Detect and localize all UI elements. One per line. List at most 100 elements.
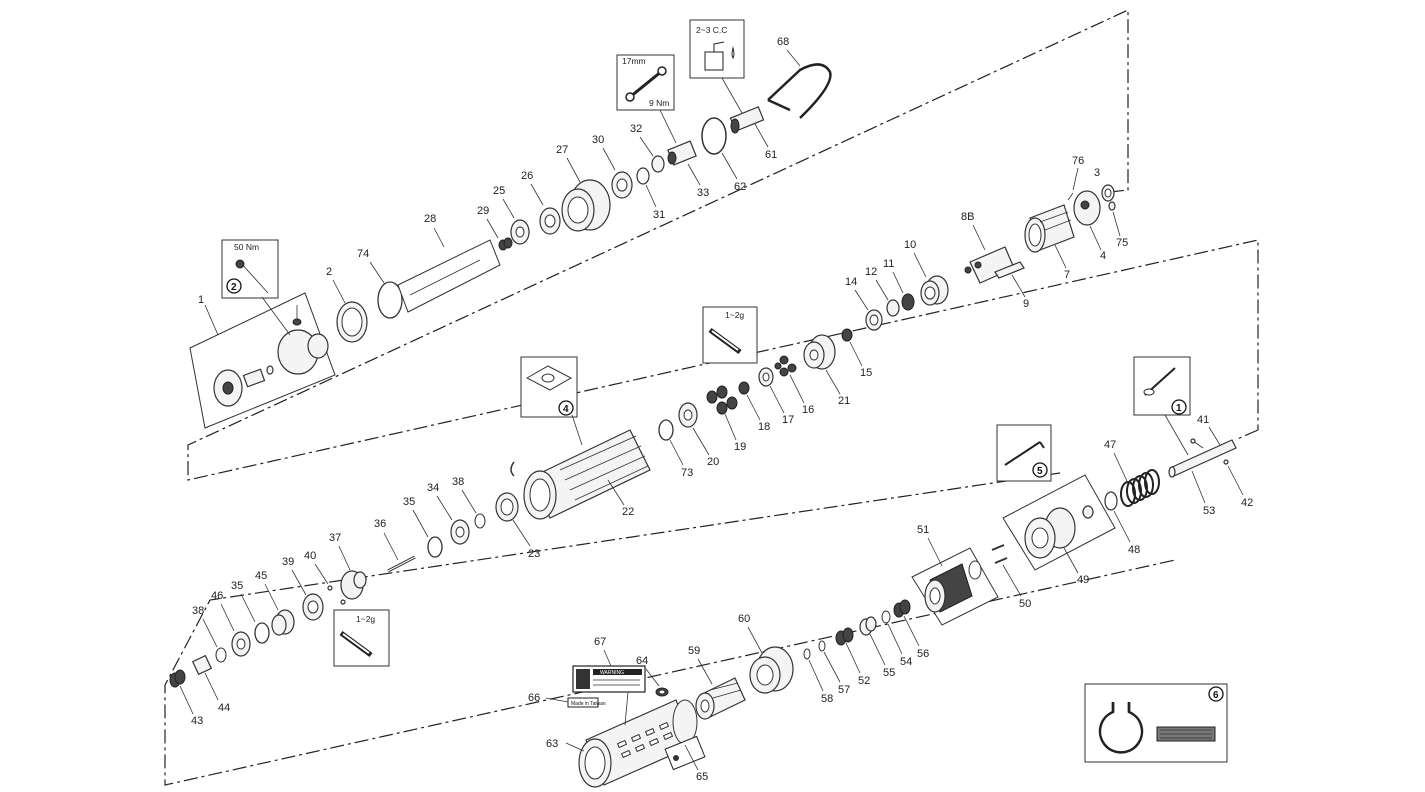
part-label-3: 3 — [1094, 167, 1100, 179]
part-74-oring: 74 — [357, 248, 403, 319]
part-39-seat: 39 — [282, 556, 324, 621]
part-label-59: 59 — [688, 645, 700, 657]
part-label-44: 44 — [218, 702, 230, 714]
part-label-12: 12 — [865, 266, 877, 278]
part-label-10: 10 — [904, 239, 916, 251]
part-label-16: 16 — [802, 404, 814, 416]
callout-4-box: 4 — [520, 356, 583, 446]
part-label-53: 53 — [1203, 505, 1215, 517]
assembly-path-lower — [1234, 429, 1259, 441]
part-label-67: 67 — [594, 636, 606, 648]
callout-5-box: 5 — [996, 424, 1052, 482]
part-53-spindle: 53 — [1168, 439, 1237, 517]
part-73-oring: 73 — [658, 419, 693, 479]
oil-spec-box: 2~3 C.C — [689, 19, 747, 121]
part-label-60: 60 — [738, 613, 750, 625]
part-58-oring: 58 — [803, 648, 833, 705]
part-7-cylinder: 7 — [1024, 204, 1075, 281]
part-3-bearing: 3 — [1094, 167, 1115, 202]
oil-drop-icon — [731, 46, 735, 59]
grease-spec-box-upper: 1~2g — [702, 306, 758, 364]
part-label-11: 11 — [883, 258, 894, 270]
part-9-blade: 9 — [994, 261, 1029, 310]
part-label-22: 22 — [622, 506, 634, 518]
part-29-bearing: 29 — [477, 205, 513, 251]
part-label-26: 26 — [521, 170, 533, 182]
part-label-36: 36 — [374, 518, 386, 530]
part-label-65: 65 — [696, 771, 708, 783]
part-63-front-housing: 63 — [546, 699, 698, 788]
part-label-30: 30 — [592, 134, 604, 146]
part-label-14: 14 — [845, 276, 857, 288]
grease-amount-label-upper: 1~2g — [725, 310, 744, 320]
assembly-path — [164, 9, 1259, 786]
part-label-62: 62 — [734, 181, 746, 193]
vent-slots — [616, 721, 674, 759]
part-28-blade-set: 28 — [397, 213, 501, 313]
callout-5-number: 5 — [1037, 466, 1043, 477]
part-label-7: 7 — [1064, 269, 1070, 281]
part-35-oring-upper: 35 — [403, 496, 443, 558]
part-label-75: 75 — [1116, 237, 1128, 249]
part-41-pin: 41 — [1190, 414, 1221, 449]
grease-spec-box-lower: 1~2g — [333, 609, 390, 667]
part-42-pin: 42 — [1223, 459, 1253, 509]
wrench-size-label: 17mm — [622, 56, 646, 66]
part-label-54: 54 — [900, 656, 912, 668]
part-65-brand-label: 65 — [664, 735, 708, 783]
part-label-38-lower: 38 — [192, 605, 204, 617]
part-57-oring: 57 — [818, 640, 850, 696]
part-label-32: 32 — [630, 123, 642, 135]
part-label-38-upper: 38 — [452, 476, 464, 488]
part-label-8b: 8B — [961, 211, 974, 223]
hex-key-icon — [1004, 441, 1041, 466]
wrench-spec-box: 17mm 9 Nm — [616, 54, 677, 144]
part-44-bushing: 44 — [191, 654, 230, 714]
part-52-bearing: 52 — [835, 627, 870, 687]
part-label-4: 4 — [1100, 250, 1106, 262]
part-31-oring: 31 — [636, 167, 665, 221]
part-47-spring: 47 — [1104, 439, 1160, 507]
part-label-20: 20 — [707, 456, 719, 468]
torque-50-label: 50 Nm — [234, 242, 259, 252]
part-label-55: 55 — [883, 667, 895, 679]
part-43-spring: 43 — [169, 669, 203, 727]
part-label-1: 1 — [198, 294, 204, 306]
part-18-gear: 18 — [738, 381, 770, 433]
part-60-bearing-housing: 60 — [738, 613, 794, 694]
part-label-29: 29 — [477, 205, 489, 217]
part-66-origin-label: Made in Taiwan 66 — [528, 692, 606, 708]
part-2-clamp-ring: 2 — [326, 266, 368, 343]
part-label-35-upper: 35 — [403, 496, 415, 508]
part-33-inlet-bushing: 33 — [667, 140, 709, 199]
part-label-63: 63 — [546, 738, 558, 750]
part-label-43: 43 — [191, 715, 203, 727]
part-27-cylinder: 27 — [556, 144, 611, 232]
part-50-pins: 50 — [991, 544, 1031, 610]
part-46-bushing: 46 — [211, 590, 251, 657]
part-14-washer: 14 — [845, 276, 883, 331]
part-38-oring-upper: 38 — [452, 476, 486, 529]
oil-can-icon — [704, 51, 724, 71]
part-label-61: 61 — [765, 149, 777, 161]
part-label-46: 46 — [211, 590, 223, 602]
callout-6-box: 6 — [1084, 683, 1228, 763]
callout-2-torque-box: 50 Nm 2 — [221, 239, 291, 336]
part-label-27: 27 — [556, 144, 568, 156]
part-25-washer: 25 — [493, 185, 530, 245]
part-36-shaft: 36 — [374, 518, 416, 573]
part-32-washer: 32 — [630, 123, 665, 173]
part-group-1: 1 — [189, 292, 336, 429]
part-label-73: 73 — [681, 467, 693, 479]
part-label-45: 45 — [255, 570, 267, 582]
part-15-nut: 15 — [841, 328, 872, 379]
part-12-spacer: 12 — [865, 266, 900, 317]
part-30-washer: 30 — [592, 134, 633, 199]
part-label-33: 33 — [697, 187, 709, 199]
oil-amount-label: 2~3 C.C — [696, 25, 727, 35]
part-label-49: 49 — [1077, 574, 1089, 586]
part-10-bearing: 10 — [904, 239, 949, 306]
part-label-41: 41 — [1197, 414, 1209, 426]
callout-1-number: 1 — [1176, 403, 1182, 414]
